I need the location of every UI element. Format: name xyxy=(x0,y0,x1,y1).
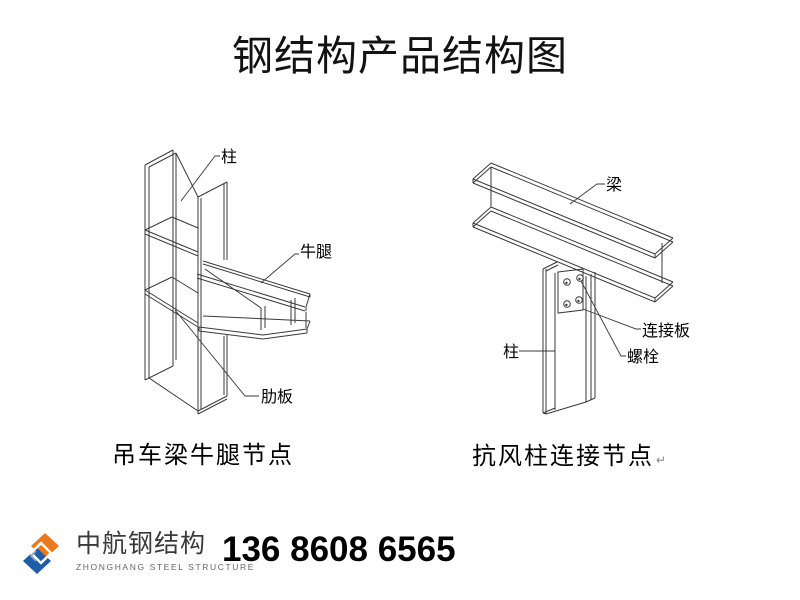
paragraph-return-mark: ↵ xyxy=(656,453,667,467)
beam-lines xyxy=(472,162,674,303)
label-connection-plate: 连接板 xyxy=(642,322,690,340)
leader-lines xyxy=(519,183,641,357)
label-rib-plate: 肋板 xyxy=(261,388,293,406)
label-column: 柱 xyxy=(221,148,237,166)
logo-gray-bracket xyxy=(29,550,37,562)
wind-column-lines xyxy=(542,261,596,415)
logo-white-square xyxy=(29,541,53,565)
brand-text-block: 中航钢结构 ZHONGHANG STEEL STRUCTURE xyxy=(76,530,255,572)
footer-brand-bar: 中航钢结构 ZHONGHANG STEEL STRUCTURE 136 8608… xyxy=(0,524,800,590)
bolt-group xyxy=(563,274,584,308)
figure-corbel-joint-drawing: 柱 牛腿 肋板 xyxy=(144,148,332,415)
label-bolt: 螺栓 xyxy=(627,348,659,366)
caption-left-text: 吊车梁牛腿节点 xyxy=(112,443,294,469)
leader-lines xyxy=(174,155,299,397)
figure-wind-column-joint-drawing: 梁 连接板 螺栓 柱 xyxy=(472,162,690,415)
label-corbel: 牛腿 xyxy=(300,243,332,261)
company-logo-icon xyxy=(23,533,59,574)
logo-blue-diamond xyxy=(23,548,51,574)
caption-right-text: 抗风柱连接节点 xyxy=(472,444,654,470)
corbel-lines xyxy=(196,260,311,340)
phone-number: 136 8608 6565 xyxy=(222,530,456,569)
column-stiffener-lines xyxy=(144,216,199,328)
caption-wind-column-joint: 抗风柱连接节点↵ xyxy=(472,436,666,471)
brand-name-cn: 中航钢结构 xyxy=(76,530,207,558)
brand-name-en: ZHONGHANG STEEL STRUCTURE xyxy=(76,561,256,572)
label-column: 柱 xyxy=(503,343,519,361)
connection-plate-lines xyxy=(557,268,584,314)
column-lines xyxy=(144,149,228,415)
page-title: 钢结构产品结构图 xyxy=(232,33,568,79)
label-beam: 梁 xyxy=(606,176,622,194)
caption-corbel-joint: 吊车梁牛腿节点 xyxy=(112,435,294,470)
